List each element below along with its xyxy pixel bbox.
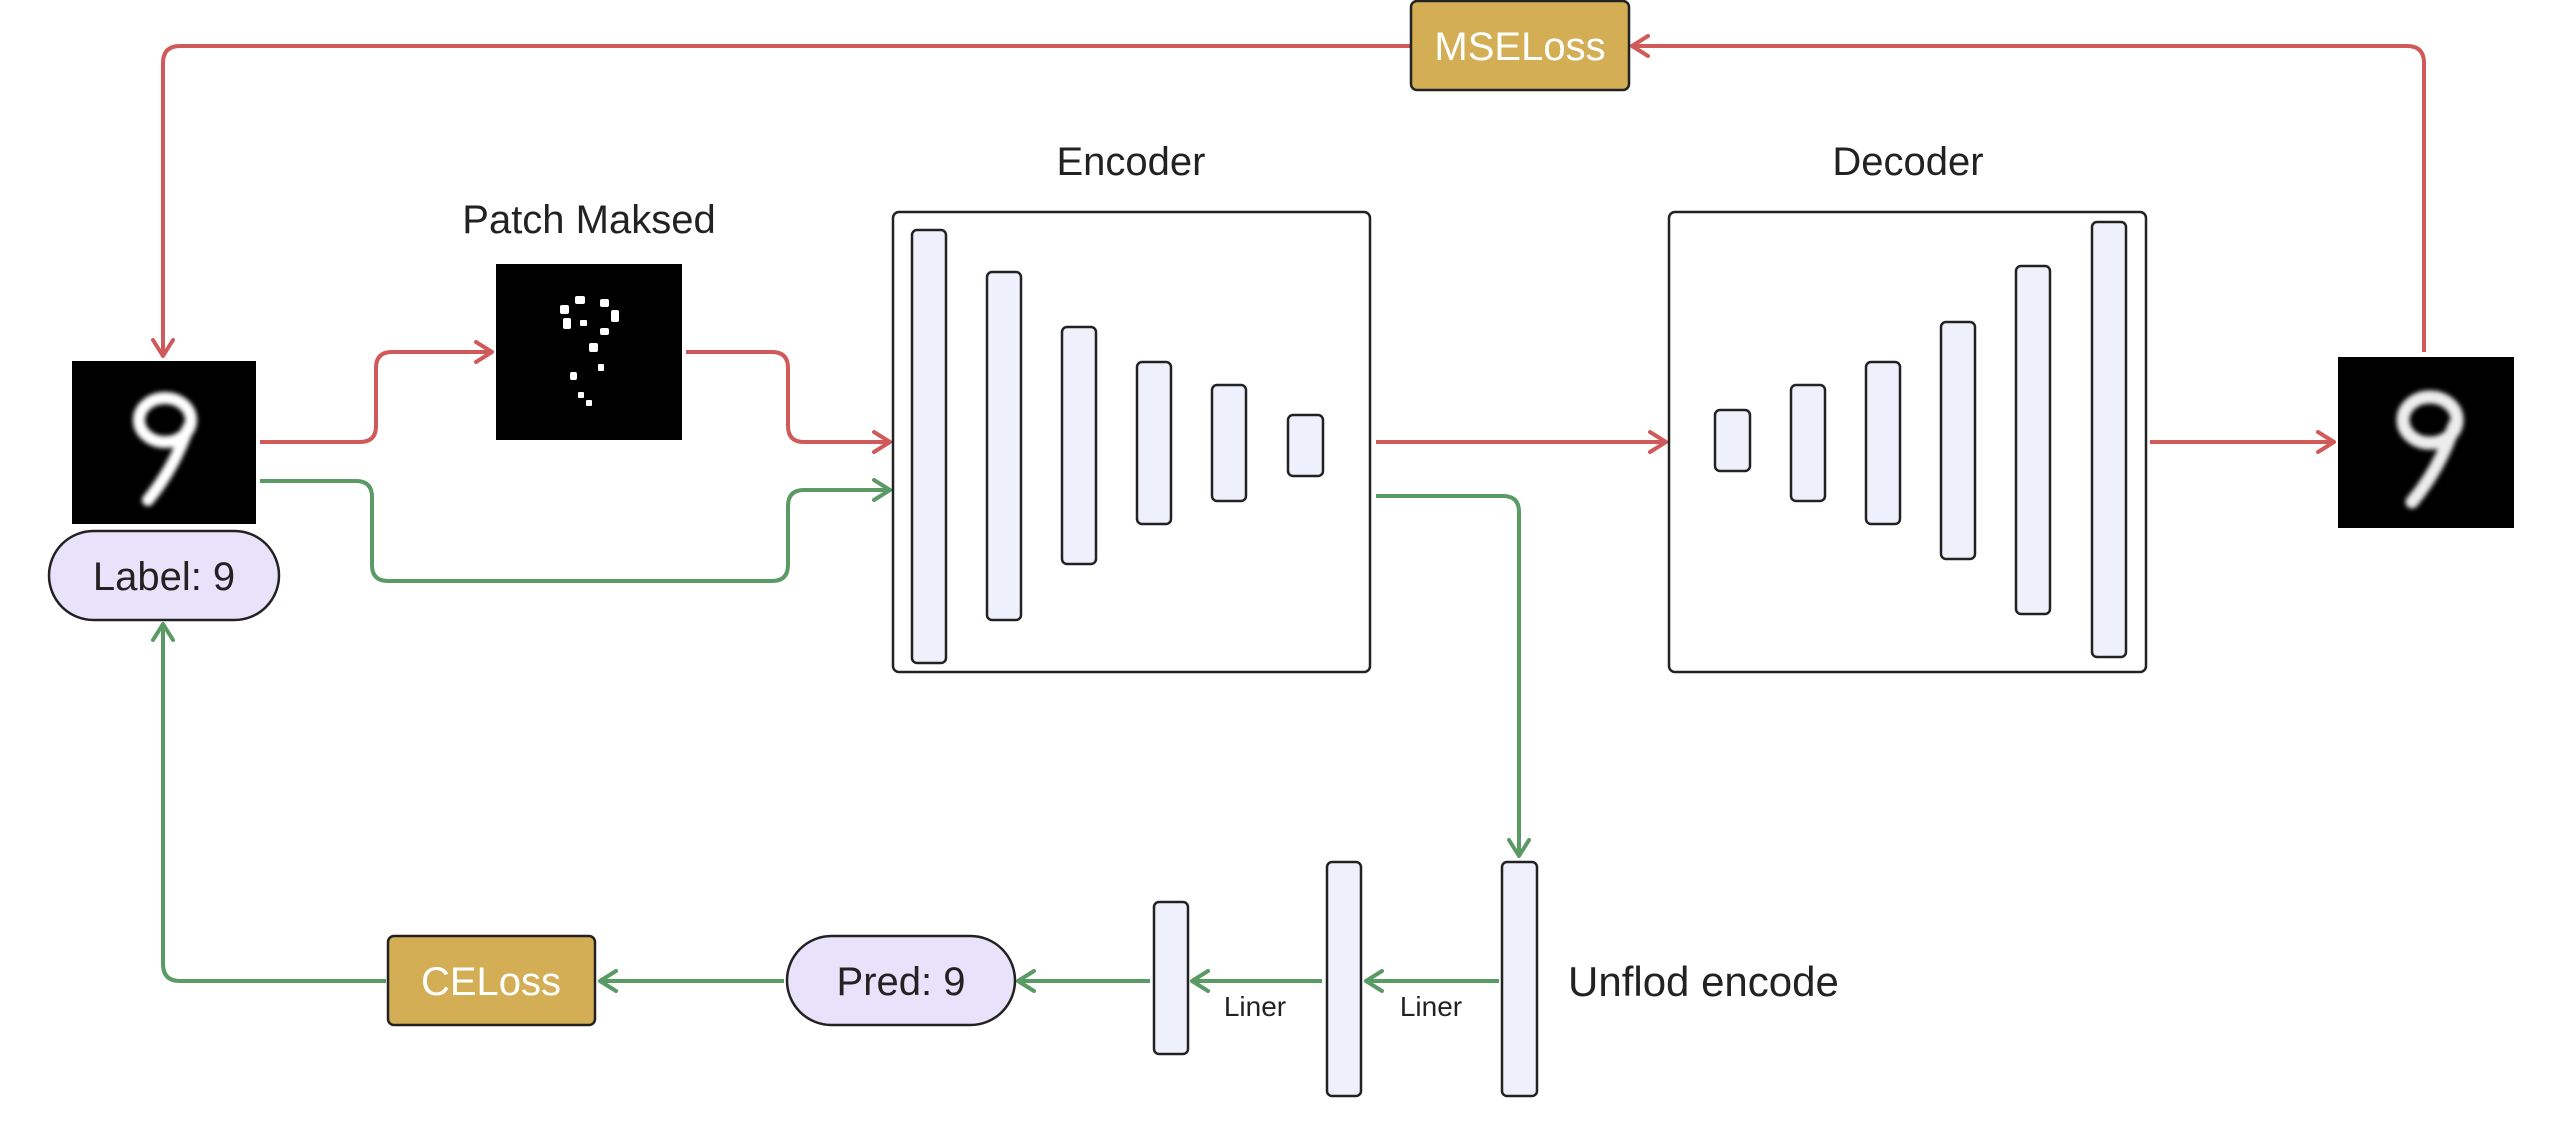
decoder-layer [2090,220,2128,659]
input-to-mask-arrow [260,340,494,444]
decoder-layer [1789,383,1827,503]
label-pill: Label: 9 [47,529,281,622]
encoder-title: Encoder [1057,140,1206,184]
encoder-layer [1060,325,1098,566]
liner-layer-2 [1152,900,1190,1056]
liner-label-2: Liner [1400,991,1462,1022]
output-to-mse-arrow [1630,34,2426,352]
decoder-layer [2014,264,2052,616]
decoder-layer [1864,360,1902,526]
input-digit-image [72,361,256,524]
reconstructed-digit-image [2338,357,2514,528]
pred-text: Pred: 9 [837,960,966,1004]
decoder-title: Decoder [1832,140,1983,184]
celoss-to-label-arrow [151,622,386,983]
encoder-layer [985,270,1023,622]
liner-layer-1 [1325,860,1363,1098]
encoder-layer [1286,413,1325,478]
liner-label-1: Liner [1224,991,1286,1022]
pred-pill: Pred: 9 [785,934,1017,1027]
unflod-encode-label: Unflod encode [1568,958,1839,1005]
encoder-layer [1210,383,1248,503]
mse-feedback-arrow [151,44,1411,358]
ce-loss-label: CELoss [421,960,561,1004]
mask-to-encoder-arrow [686,350,892,454]
label-text: Label: 9 [93,555,235,599]
input-to-encoder-arrow [260,478,892,583]
mse-loss-box: MSELoss [1409,0,1631,92]
decoder-layer [1939,320,1977,561]
patch-masked-title: Patch Maksed [462,198,715,242]
decoder-layer [1713,408,1752,473]
decoder-block [1667,210,2148,674]
encoder-layer [910,228,948,665]
mse-loss-label: MSELoss [1434,25,1605,69]
encoder-to-unfold-arrow [1376,494,1531,858]
encoder-block [891,210,1372,674]
patch-masked-image [496,264,682,440]
encoder-layer [1135,360,1173,526]
unfold-encode-layer [1500,860,1539,1098]
ce-loss-box: CELoss [386,934,597,1027]
